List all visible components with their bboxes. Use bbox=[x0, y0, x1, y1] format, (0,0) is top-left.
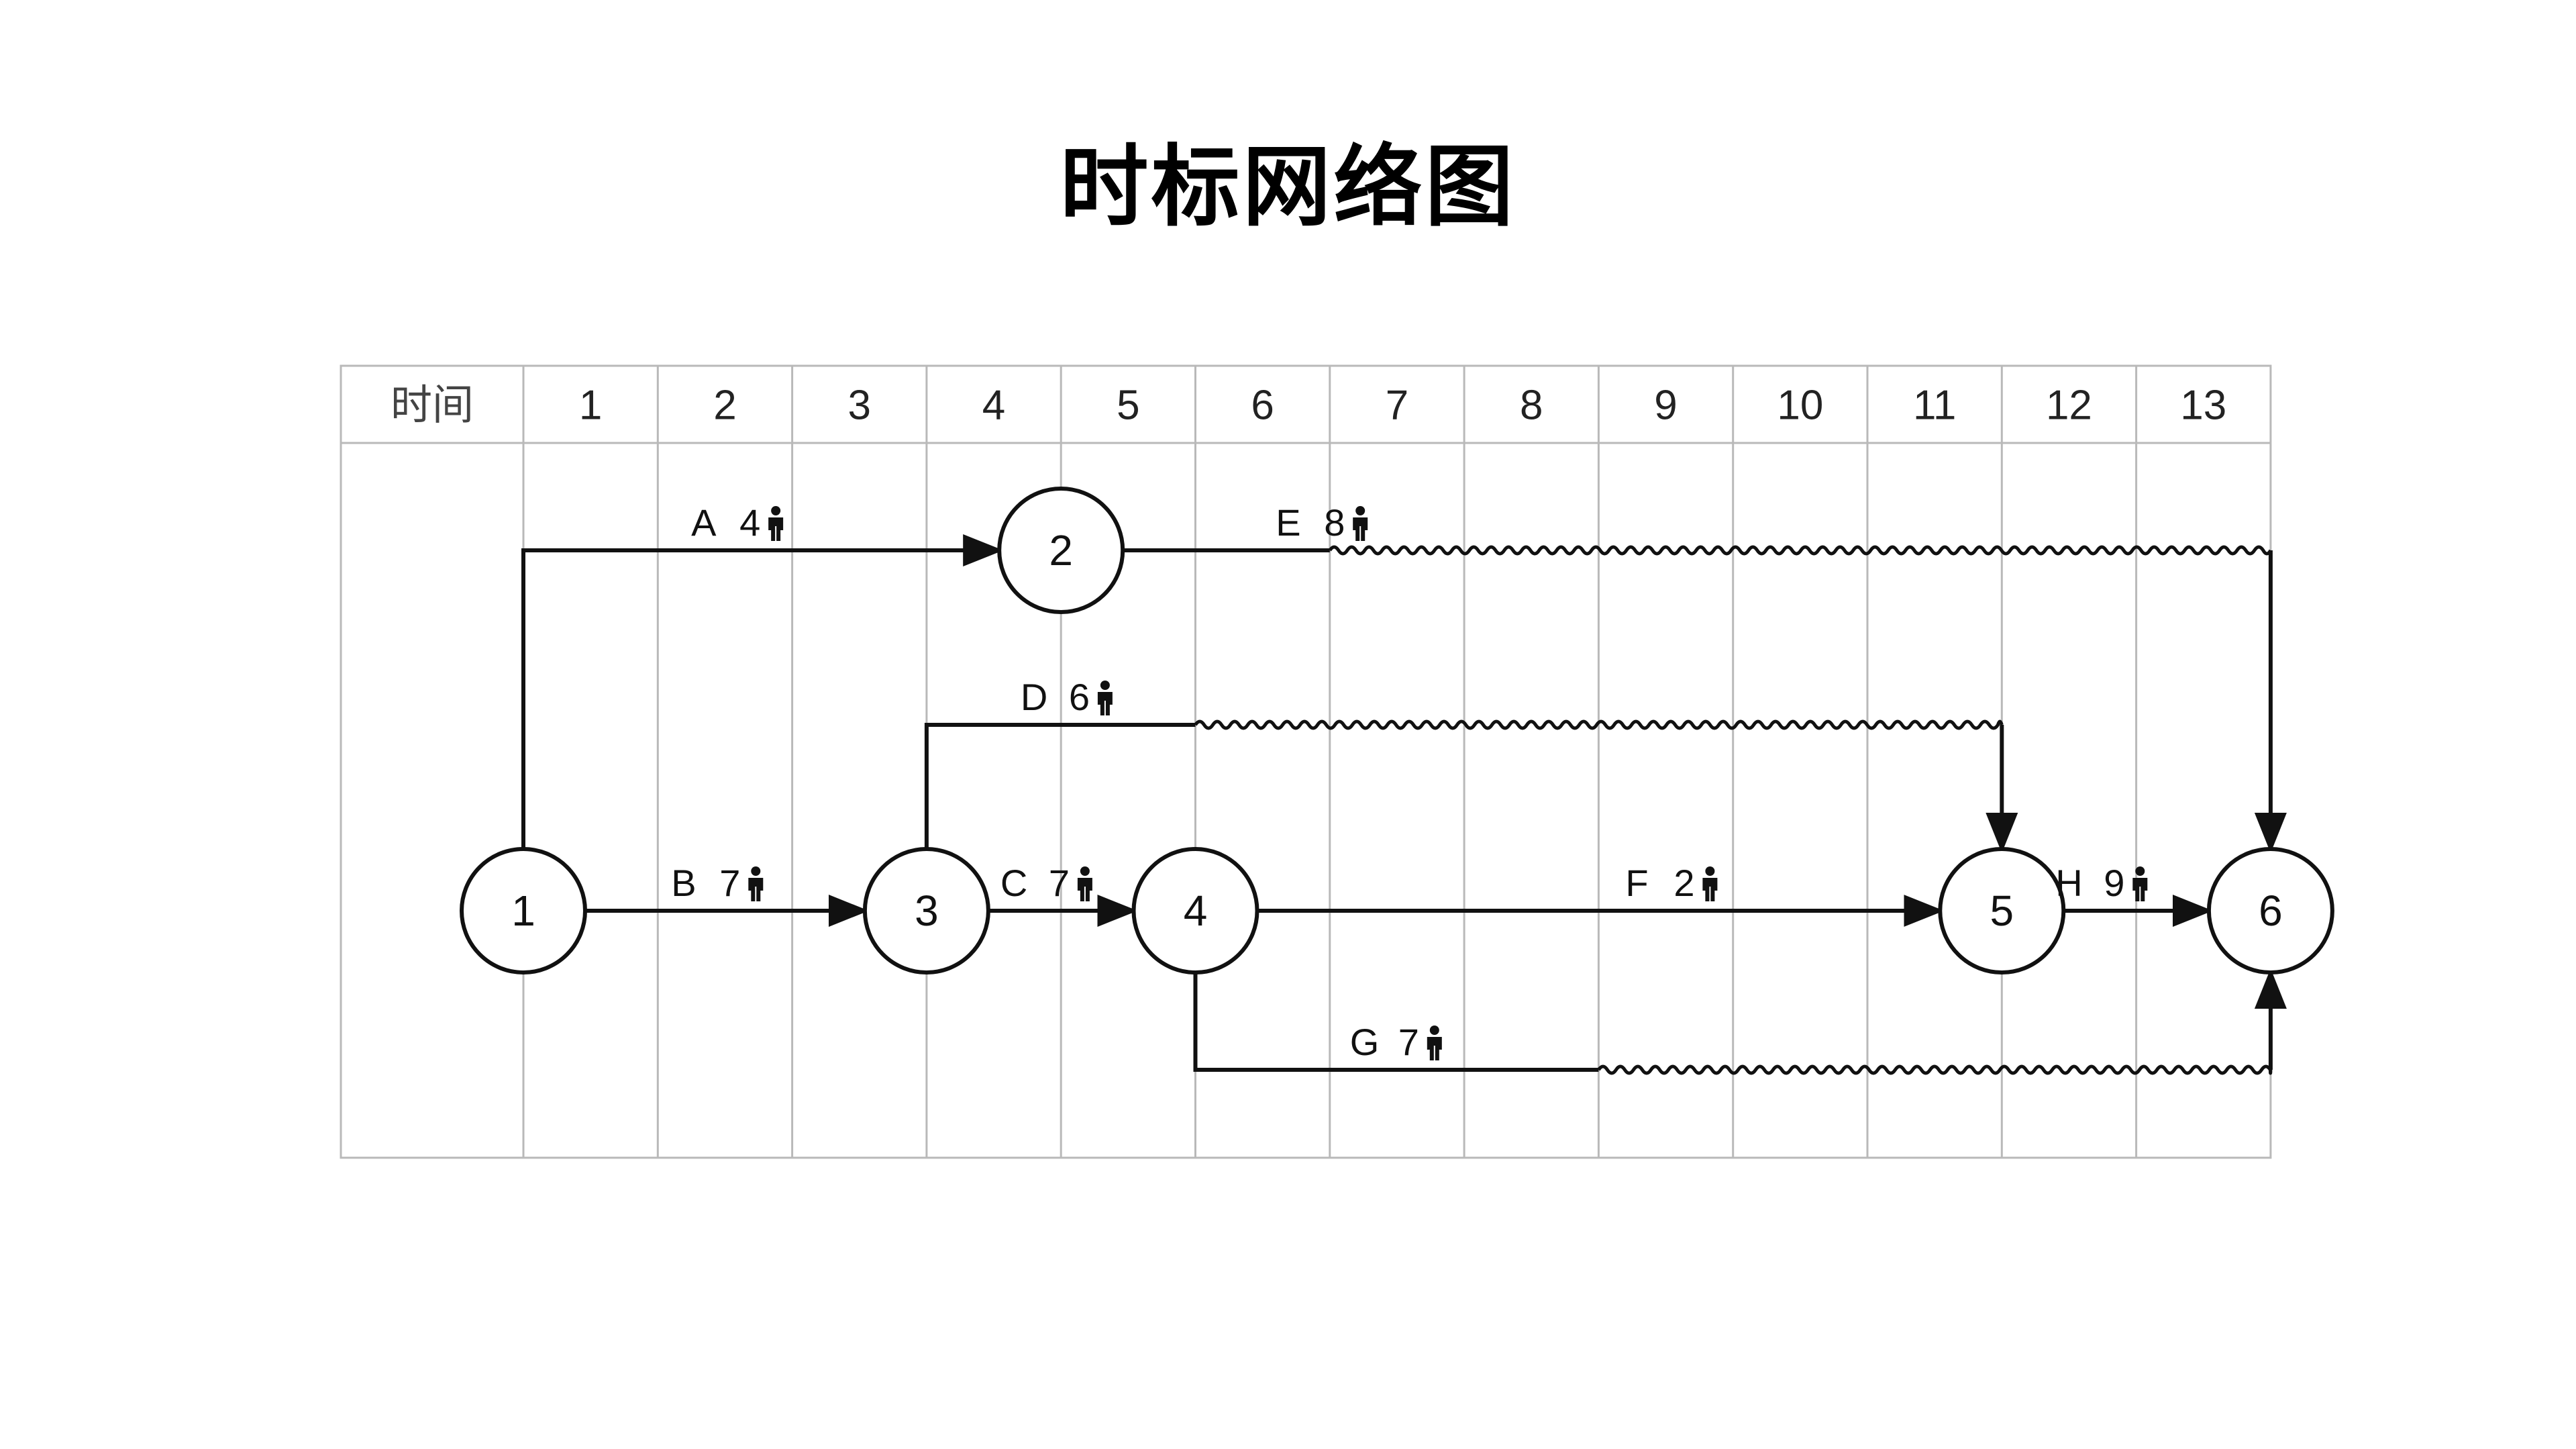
event-node-1: 1 bbox=[460, 847, 587, 975]
period-label-5: 5 bbox=[1117, 383, 1139, 429]
person-icon bbox=[1077, 866, 1092, 901]
person-icon bbox=[748, 866, 764, 901]
node-circle bbox=[862, 847, 990, 975]
period-label-13: 13 bbox=[2180, 383, 2226, 429]
node-label: 5 bbox=[1990, 887, 2014, 935]
event-nodes: 1 2 3 4 5 6 bbox=[460, 487, 2334, 975]
period-label-11: 11 bbox=[1913, 383, 1956, 429]
node-label: 1 bbox=[511, 887, 535, 935]
worker-count: 2 bbox=[1673, 862, 1694, 904]
worker-count: 8 bbox=[1324, 501, 1345, 544]
period-label-6: 6 bbox=[1251, 383, 1274, 429]
free-float-D bbox=[1194, 719, 2004, 730]
worker-count: 9 bbox=[2104, 862, 2124, 904]
activity-name: C bbox=[1000, 862, 1027, 904]
person-icon bbox=[1353, 506, 1368, 541]
person-icon bbox=[1702, 866, 1718, 901]
person-icon bbox=[2132, 866, 2148, 901]
period-label-8: 8 bbox=[1520, 383, 1543, 429]
activity-name: A bbox=[691, 501, 717, 544]
activity-name: H bbox=[2055, 862, 2082, 904]
person-head bbox=[2135, 866, 2145, 876]
period-label-2: 2 bbox=[713, 383, 736, 429]
activity-name: E bbox=[1276, 501, 1300, 544]
node-label: 4 bbox=[1184, 887, 1208, 935]
time-header-label: 时间 bbox=[391, 381, 474, 430]
activity-name: B bbox=[671, 862, 696, 904]
node-label: 3 bbox=[915, 887, 939, 935]
person-icon bbox=[768, 506, 784, 541]
person-head bbox=[1080, 866, 1090, 876]
person-head bbox=[1705, 866, 1715, 876]
period-label-4: 4 bbox=[982, 383, 1005, 429]
node-label: 6 bbox=[2259, 887, 2283, 935]
grid-border bbox=[340, 364, 2272, 1159]
period-label-10: 10 bbox=[1777, 383, 1823, 429]
node-circle bbox=[997, 487, 1125, 614]
person-icon bbox=[1427, 1026, 1442, 1060]
person-head bbox=[771, 506, 781, 515]
free-float-E bbox=[1328, 545, 2273, 556]
event-node-2: 2 bbox=[997, 487, 1125, 614]
worker-count: 4 bbox=[739, 501, 760, 544]
person-icon bbox=[1097, 681, 1113, 715]
person-head bbox=[1100, 681, 1110, 690]
time-grid bbox=[340, 364, 2272, 1159]
worker-count: 6 bbox=[1069, 676, 1090, 718]
activity-arrows bbox=[521, 534, 2287, 1075]
activity-arrow-A bbox=[521, 534, 1004, 849]
activity-name: D bbox=[1021, 676, 1047, 718]
worker-count: 7 bbox=[1049, 862, 1070, 904]
person-head bbox=[751, 866, 761, 876]
event-node-4: 4 bbox=[1131, 847, 1259, 975]
node-label: 2 bbox=[1049, 526, 1073, 574]
period-label-1: 1 bbox=[579, 383, 602, 429]
worker-count: 7 bbox=[719, 862, 740, 904]
activity-arrow-G bbox=[1193, 972, 1599, 1072]
node-circle bbox=[460, 847, 587, 975]
activity-name: F bbox=[1625, 862, 1648, 904]
node-circle bbox=[2206, 847, 2334, 975]
node-circle bbox=[1938, 847, 2066, 975]
event-node-3: 3 bbox=[862, 847, 990, 975]
period-label-7: 7 bbox=[1386, 383, 1408, 429]
period-label-9: 9 bbox=[1654, 383, 1677, 429]
activity-arrow-D bbox=[924, 723, 1196, 849]
node-circle bbox=[1131, 847, 1259, 975]
event-node-5: 5 bbox=[1938, 847, 2066, 975]
activity-name: G bbox=[1350, 1021, 1380, 1063]
event-node-6: 6 bbox=[2206, 847, 2334, 975]
diagram-title: 时标网络图 bbox=[1060, 136, 1516, 239]
worker-count: 7 bbox=[1398, 1021, 1419, 1063]
person-head bbox=[1355, 506, 1366, 515]
person-head bbox=[1429, 1026, 1439, 1035]
period-label-3: 3 bbox=[848, 383, 871, 429]
free-float-G bbox=[1597, 1064, 2273, 1075]
period-label-12: 12 bbox=[2046, 383, 2092, 429]
